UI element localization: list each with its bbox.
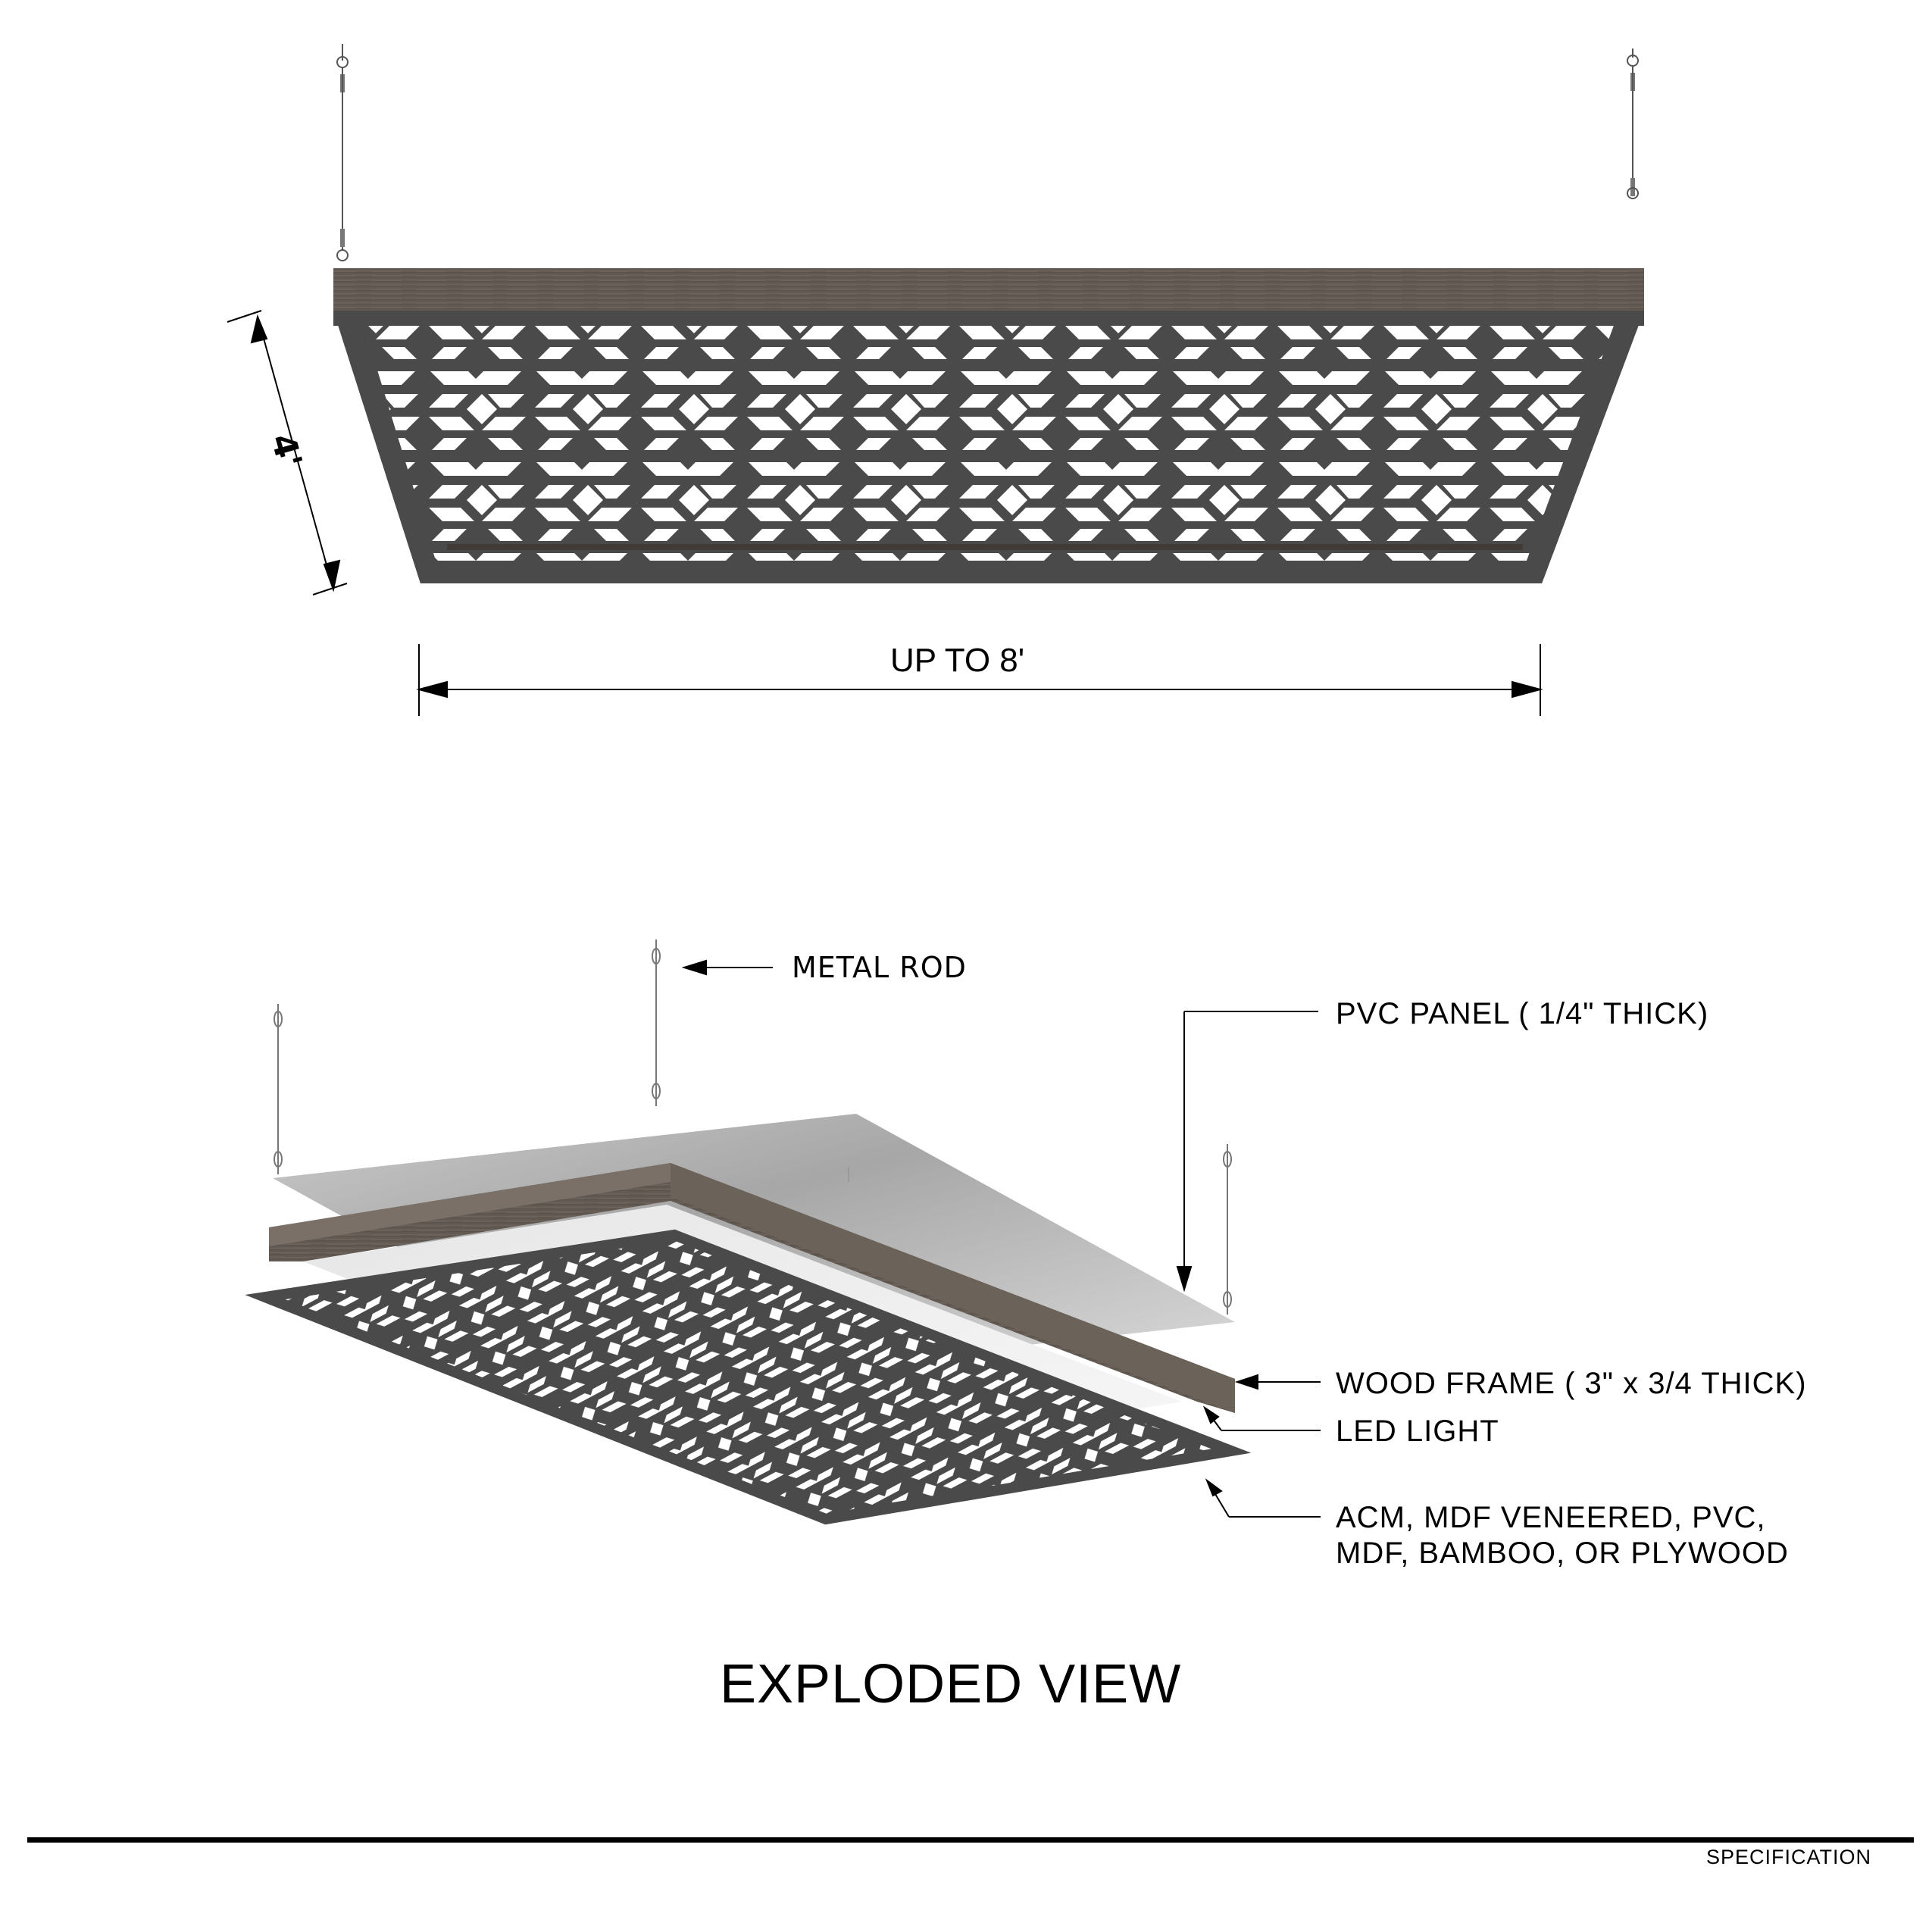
depth-dimension [227,310,348,596]
wood-frame-layer [269,1163,1235,1413]
callout-pvc-panel: PVC PANEL ( 1/4" THICK) [1336,997,1709,1030]
callout-leaders [681,959,1321,1518]
specification-label: SPECIFICATION [1706,1846,1872,1868]
callout-led-light: LED LIGHT [1336,1415,1499,1448]
decorative-panel [333,311,1644,583]
wood-frame-edge [333,268,1644,311]
suspension-cable-right-icon [1627,48,1639,199]
metal-rod-icon [274,939,1232,1315]
suspension-cable-left-icon [336,44,349,261]
width-dimension-label: UP TO 8' [890,642,1025,679]
assembled-view [227,44,1644,716]
callout-panel-material-line2: MDF, BAMBOO, OR PLYWOOD [1336,1537,1789,1570]
callout-metal-rod: METAL ROD [792,951,967,984]
callout-wood-frame: WOOD FRAME ( 3" x 3/4 THICK) [1336,1367,1807,1400]
width-dimension [416,644,1543,716]
exploded-view-drawing [245,939,1321,1525]
callout-panel-material-line1: ACM, MDF VENEERED, PVC, [1336,1501,1766,1534]
footer-rule [27,1837,1914,1843]
exploded-view-title: EXPLODED VIEW [720,1654,1182,1715]
decorative-panel-layer [245,1229,1252,1525]
